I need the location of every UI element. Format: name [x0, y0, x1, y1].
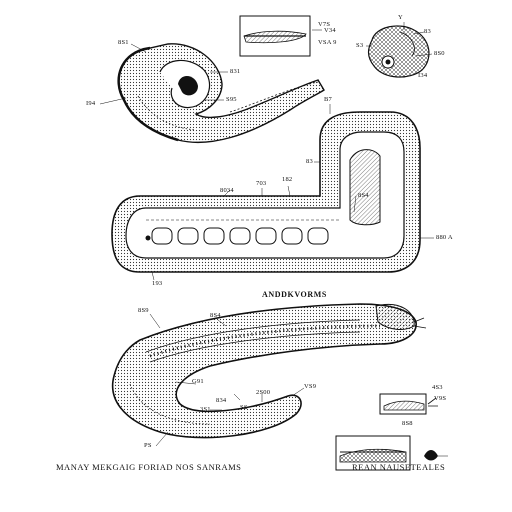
label-v7s: V7S [318, 21, 331, 28]
label-8s1: 8S1 [118, 39, 129, 46]
figure-curved-worm [112, 303, 427, 447]
label-4s3: 4S3 [432, 384, 443, 391]
label-8s0: 8S0 [434, 50, 445, 57]
label-193: 193 [152, 280, 163, 287]
figure-boxed-strip [239, 15, 322, 57]
figure-heading: ANDDKVORMS [262, 290, 327, 299]
label-8034: 8034 [220, 187, 234, 194]
label-83: 83 [424, 28, 431, 35]
label-y: Y [398, 14, 403, 21]
label-3s1: 3S1 [200, 406, 211, 413]
label-182: 182 [282, 176, 293, 183]
figure-detail-boxes [335, 393, 448, 471]
footer-caption-left: MANAY MEKGAIG FORIAD NOS SANRAMS [56, 462, 242, 472]
label-834-lower: 834 [216, 397, 227, 404]
figure-segmented-worm [111, 104, 434, 281]
label-vs9: VS9 [304, 383, 317, 390]
label-880a: 880 A [436, 234, 453, 241]
label-vsa9: VSA 9 [318, 39, 337, 46]
label-ps: PS [144, 442, 152, 449]
label-2s00: 2S00 [256, 389, 271, 396]
label-s7: 83 [306, 158, 313, 165]
label-831: 831 [230, 68, 241, 75]
label-8s4-lower: 8S4 [210, 312, 221, 319]
label-i94: I94 [86, 100, 96, 107]
label-s95: S95 [226, 96, 237, 103]
figure-small-cluster [366, 22, 433, 78]
label-b7: B7 [324, 96, 332, 103]
label-s3: S3 [356, 42, 364, 49]
footer-caption-right: REAN NAUSETEALES [352, 462, 446, 472]
figure-coiled-body [99, 43, 325, 143]
label-8s4: 8S4 [358, 192, 369, 199]
label-g91: G91 [192, 378, 204, 385]
label-703: 703 [256, 180, 267, 187]
label-8s9: 8S9 [138, 307, 149, 314]
label-v9s: V9S [434, 395, 447, 402]
label-8s8: 8S8 [402, 420, 413, 427]
label-v34: V34 [324, 27, 336, 34]
label-i34: I34 [418, 72, 428, 79]
label-ss: SS [240, 404, 248, 411]
